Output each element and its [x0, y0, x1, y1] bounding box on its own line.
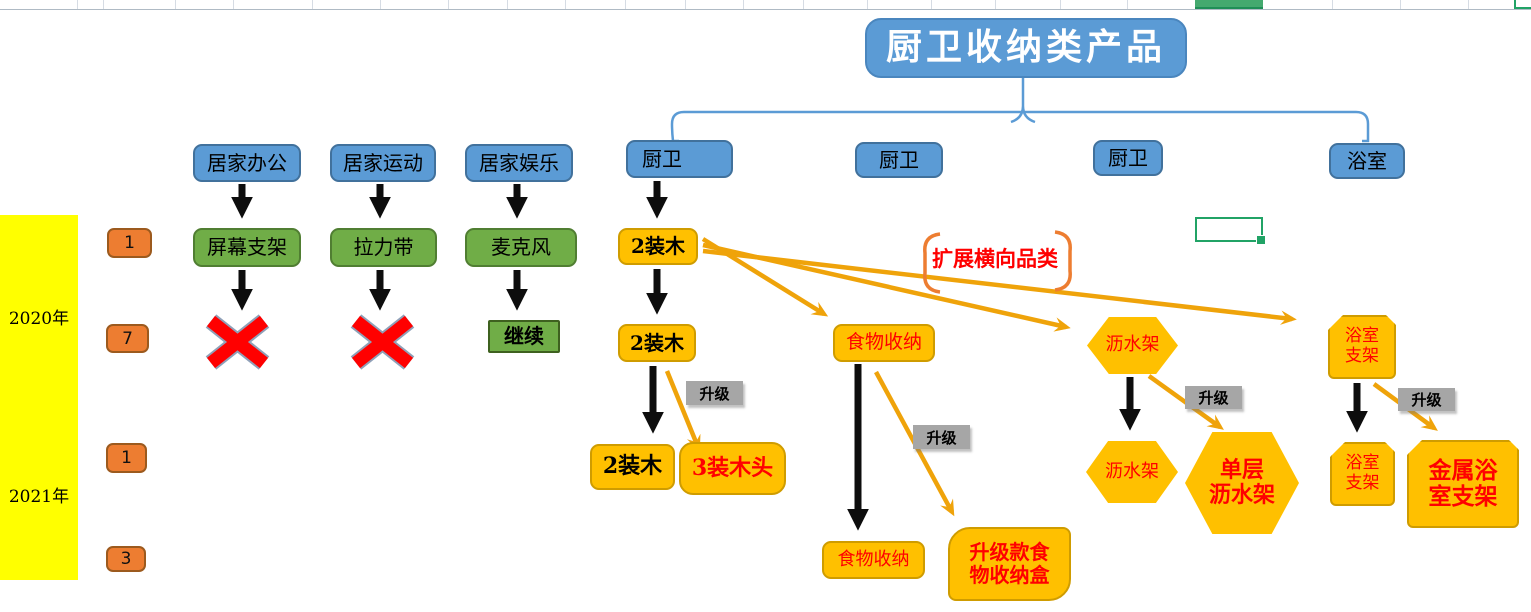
grid-col-line: [1127, 0, 1128, 9]
grid-col-line: [625, 0, 626, 9]
upgrade-label-bath[interactable]: 升级: [1398, 388, 1455, 411]
timeline-sidebar[interactable]: [0, 215, 78, 580]
grid-col-line: [1400, 0, 1401, 9]
year-2020-label: 2020年: [8, 309, 70, 330]
count-badge-2020-launch[interactable]: 1: [107, 228, 152, 258]
branch-bathroom[interactable]: 浴室: [1329, 143, 1405, 179]
upgrade-label-wood[interactable]: 升级: [686, 381, 743, 405]
grid-col-line: [175, 0, 176, 9]
grid-col-line: [507, 0, 508, 9]
node-food-box-upgrade[interactable]: 升级款食物收纳盒: [948, 527, 1071, 601]
grid-col-line: [1060, 0, 1061, 9]
node-drain-rack-1[interactable]: 沥水架: [1087, 317, 1178, 374]
count-badge-2021-launch[interactable]: 1: [106, 443, 147, 473]
node-wood-2pack-1[interactable]: 2装木: [618, 228, 698, 265]
grid-col-line: [448, 0, 449, 9]
node-food-box-2[interactable]: 食物收纳: [822, 541, 925, 579]
node-wood-3pack[interactable]: 3装木头: [679, 442, 786, 495]
grid-col-line: [995, 0, 996, 9]
node-bath-rack-2[interactable]: 浴室支架: [1330, 442, 1395, 506]
count-badge-2021-month[interactable]: 3: [106, 546, 146, 572]
branch-home-sport[interactable]: 居家运动: [330, 144, 436, 182]
cell-selection-box[interactable]: [1195, 217, 1266, 245]
upgrade-label-drain[interactable]: 升级: [1185, 386, 1242, 409]
grid-col-line: [233, 0, 234, 9]
grid-col-line: [103, 0, 104, 9]
black-arrows: [231, 181, 1368, 531]
spreadsheet-grid-row[interactable]: [0, 0, 1531, 10]
node-screen-stand[interactable]: 屏幕支架: [193, 228, 301, 267]
node-food-box-1[interactable]: 食物收纳: [833, 324, 935, 362]
drain-rack-upgrade-line1: 单层: [1219, 456, 1264, 483]
grid-col-line: [380, 0, 381, 9]
diagram-title[interactable]: 厨卫收纳类产品: [865, 18, 1187, 78]
corner-selected-cell[interactable]: [1514, 0, 1531, 9]
node-microphone[interactable]: 麦克风: [465, 228, 577, 267]
year-2021-label: 2021年: [8, 487, 70, 508]
grid-col-line: [1468, 0, 1469, 9]
fill-handle[interactable]: [1256, 235, 1266, 245]
node-drain-rack-upgrade[interactable]: 单层 沥水架: [1185, 432, 1299, 534]
node-metal-bath-rack[interactable]: 金属浴室支架: [1407, 440, 1519, 528]
node-drain-rack-2[interactable]: 沥水架: [1086, 441, 1178, 503]
grid-col-line: [685, 0, 686, 9]
branch-home-fun[interactable]: 居家娱乐: [465, 144, 573, 182]
upgrade-label-food[interactable]: 升级: [913, 425, 970, 449]
grid-col-line: [565, 0, 566, 9]
x-mark-icon[interactable]: [350, 314, 415, 370]
branch-kitchen-2[interactable]: 厨卫: [855, 142, 943, 178]
grid-col-line: [867, 0, 868, 9]
grid-col-line: [803, 0, 804, 9]
grid-col-line: [1332, 0, 1333, 9]
grid-col-line: [931, 0, 932, 9]
node-pull-band[interactable]: 拉力带: [330, 228, 437, 267]
branch-kitchen-3[interactable]: 厨卫: [1093, 140, 1163, 176]
grid-col-line: [743, 0, 744, 9]
node-bath-rack-1[interactable]: 浴室支架: [1328, 315, 1396, 379]
grid-col-line: [312, 0, 313, 9]
branch-kitchen-1[interactable]: 厨卫: [626, 140, 733, 178]
highlighted-cell[interactable]: [1195, 0, 1263, 9]
expand-category-annotation[interactable]: 扩展横向品类: [932, 245, 1058, 271]
count-badge-2020-month[interactable]: 7: [106, 324, 149, 353]
drain-rack-upgrade-line2: 沥水架: [1208, 482, 1275, 508]
grid-col-line: [77, 0, 78, 9]
x-mark-icon[interactable]: [205, 314, 270, 370]
title-brace-connector: [670, 78, 1370, 143]
annotation-brackets: [923, 230, 1072, 294]
branch-home-office[interactable]: 居家办公: [193, 144, 301, 182]
node-continue[interactable]: 继续: [488, 320, 560, 353]
node-wood-2pack-2[interactable]: 2装木: [618, 324, 696, 362]
node-wood-2pack-3[interactable]: 2装木: [590, 444, 675, 490]
